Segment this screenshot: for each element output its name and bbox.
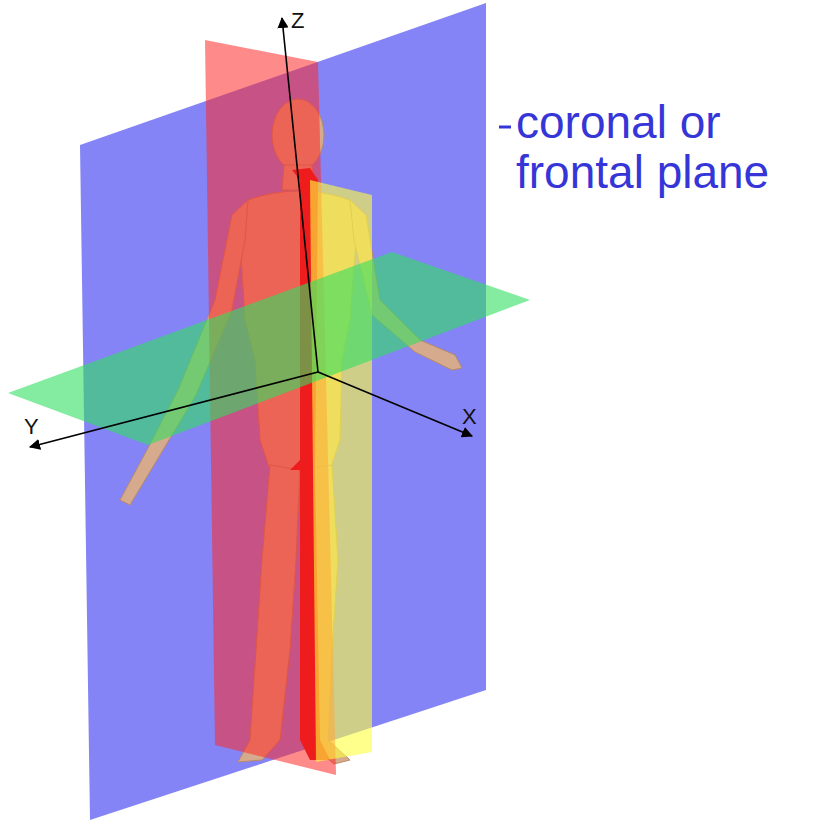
axes [30, 18, 472, 447]
leader-line [499, 126, 511, 129]
axis-label: Z [291, 8, 304, 34]
plane-label: coronal or frontal plane [516, 98, 816, 197]
transverse-plane [8, 252, 530, 445]
axis-label: X [462, 404, 477, 430]
axis-label: Y [24, 414, 39, 440]
